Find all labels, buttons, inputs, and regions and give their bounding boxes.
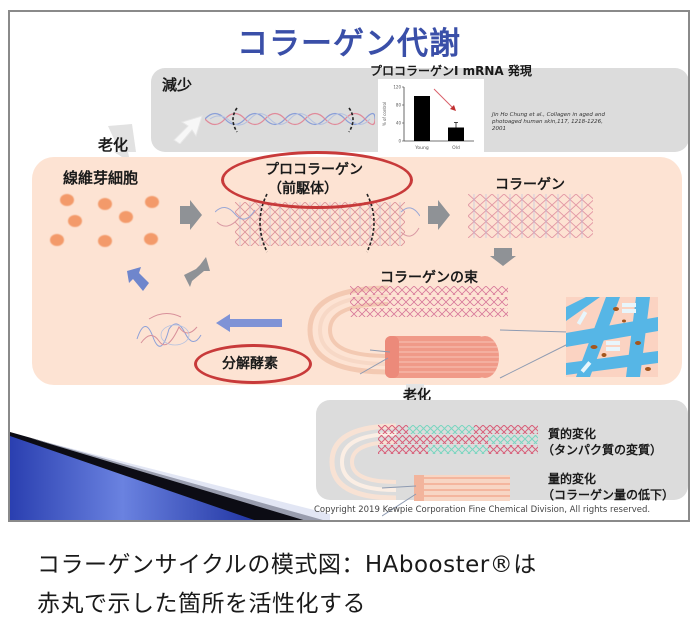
highlight-ring-procollagen (221, 151, 413, 209)
blue-arrow-left-icon (216, 314, 282, 332)
label-enzyme: 分解酵素 (222, 356, 278, 372)
pointer-lines (359, 329, 569, 379)
collagen-helix-top (205, 107, 375, 133)
gray-arrow-downleft-icon (184, 257, 210, 287)
slide: コラーゲン代謝 減少 プロコラーゲンⅠ mRNA 発現 0 40 80 120 % of… (8, 10, 690, 522)
white-arrow-icon (173, 115, 203, 144)
bar-old (448, 127, 464, 141)
y-tick-label: 40 (396, 121, 402, 126)
tissue-fiber-image (566, 297, 658, 377)
gray-arrow-down-icon (108, 124, 136, 162)
label-quantitative-line1: 量的変化 (548, 472, 597, 486)
quantitative-change-fiber (414, 475, 510, 501)
collagen-mesh (468, 194, 593, 238)
label-procollagen-line1: プロコラーゲン (265, 162, 363, 178)
label-collagen: コラーゲン (495, 177, 565, 193)
label-procollagen-line2: （前駆体） (268, 181, 338, 197)
trend-arrow-head (450, 105, 456, 111)
y-tick-label: 120 (393, 85, 401, 90)
slide-title: コラーゲン代謝 (237, 26, 461, 62)
y-tick-label: 80 (396, 103, 402, 108)
x-tick-label: Old (452, 145, 460, 151)
gray-arrow-right-icon (180, 200, 202, 230)
label-decrease: 減少 (162, 76, 193, 94)
qualitative-change-fibrils (378, 425, 538, 454)
y-tick-label: 0 (398, 139, 401, 144)
collagen-bundle-fibrils (350, 286, 508, 317)
label-qualitative-line1: 質的変化 (548, 427, 597, 441)
caption-line2: 赤丸で示した箇所を活性化する (37, 591, 366, 617)
gray-arrow-right-icon (428, 200, 450, 230)
degraded-collagen-fragments (136, 313, 202, 347)
label-collagen-bundle: コラーゲンの束 (380, 270, 478, 286)
aged-collagen-swirl (329, 423, 397, 500)
blue-arrow-upleft-icon (127, 267, 149, 291)
label-qualitative-line2: （タンパク質の変質） (542, 443, 663, 457)
copyright: Copyright 2019 Kewpie Corporation Fine C… (314, 505, 651, 515)
gray-arrow-down-icon (490, 248, 516, 266)
pointer-lines-bottom (382, 485, 417, 517)
label-fibroblast: 線維芽細胞 (63, 169, 139, 187)
highlight-ring-enzyme (194, 344, 312, 384)
chart-title: プロコラーゲンⅠ mRNA 発現 (370, 64, 532, 78)
x-tick-label: Young (414, 145, 429, 151)
citation: Jin Ho Chung et al., Collagen in aged an… (492, 112, 605, 132)
decorative-blue-wedge (10, 432, 330, 520)
bar-young (414, 96, 430, 141)
trend-arrow-line (433, 88, 455, 110)
caption-line1: コラーゲンサイクルの模式図：HAbooster®は (37, 552, 537, 578)
y-axis-label: % of control (382, 102, 387, 126)
collagen-fiber (385, 336, 499, 378)
label-quantitative-line2: （コラーゲン量の低下） (542, 488, 675, 502)
label-aging-top: 老化 (98, 136, 129, 154)
